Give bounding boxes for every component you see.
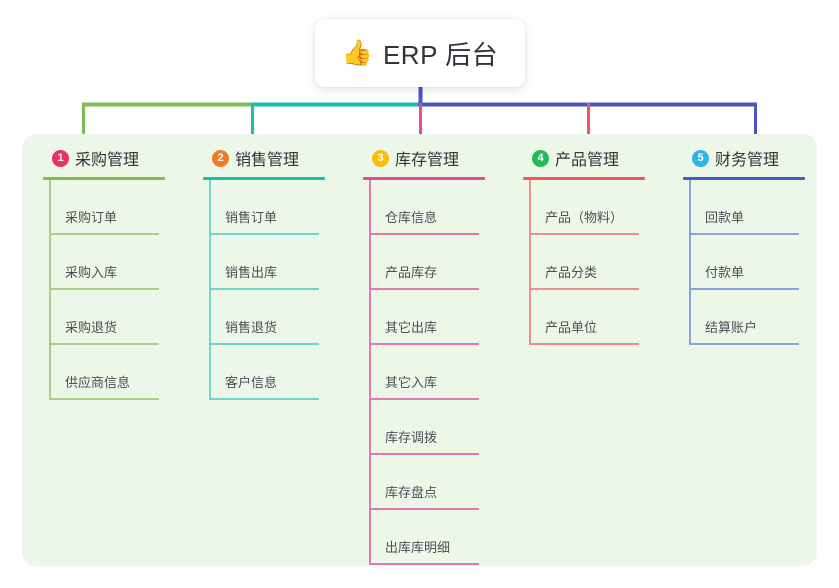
- column-产品管理: 4 产品管理产品（物料） 产品分类产品单位: [520, 146, 670, 345]
- menu-item[interactable]: 销售出库: [209, 235, 319, 290]
- column-items: 采购订单采购入库采购退货供应商信息: [49, 180, 190, 400]
- column-header[interactable]: 5 财务管理: [680, 146, 830, 170]
- menu-item[interactable]: 回款单: [689, 180, 799, 235]
- menu-item-label: 产品单位: [545, 320, 598, 335]
- menu-item-label: 销售退货: [225, 320, 278, 335]
- column-库存管理: 3 库存管理仓库信息产品库存其它出库其它入库库存调拨库存盘点出库库明细: [360, 146, 510, 565]
- menu-item-label: 库存调拨: [385, 430, 438, 445]
- column-header[interactable]: 4 产品管理: [520, 146, 670, 170]
- menu-item-label: 销售订单: [225, 210, 278, 225]
- column-title: 产品管理: [555, 152, 620, 169]
- menu-item[interactable]: 付款单: [689, 235, 799, 290]
- menu-item[interactable]: 产品库存: [369, 235, 479, 290]
- menu-item[interactable]: 产品（物料）: [529, 180, 639, 235]
- column-items: 仓库信息产品库存其它出库其它入库库存调拨库存盘点出库库明细: [369, 180, 510, 565]
- column-采购管理: 1 采购管理采购订单采购入库采购退货供应商信息: [40, 146, 190, 400]
- root-node-content: 👍 ERP 后台: [342, 35, 498, 72]
- menu-item-label: 结算账户: [705, 320, 758, 335]
- menu-item[interactable]: 结算账户: [689, 290, 799, 345]
- column-items: 产品（物料） 产品分类产品单位: [529, 180, 670, 345]
- column-财务管理: 5 财务管理回款单付款单结算账户: [680, 146, 830, 345]
- column-number-badge: 4: [532, 149, 549, 167]
- menu-item[interactable]: 销售订单: [209, 180, 319, 235]
- root-node[interactable]: 👍 ERP 后台: [315, 19, 525, 87]
- menu-item[interactable]: 库存盘点: [369, 455, 479, 510]
- menu-item[interactable]: 客户信息: [209, 345, 319, 400]
- menu-item-label: 仓库信息: [385, 210, 438, 225]
- menu-item-label: 采购订单: [65, 210, 118, 225]
- column-number-badge: 3: [372, 149, 389, 167]
- menu-item-label: 采购入库: [65, 265, 118, 280]
- menu-item[interactable]: 产品分类: [529, 235, 639, 290]
- menu-item-label: 产品库存: [385, 265, 438, 280]
- menu-item[interactable]: 采购退货: [49, 290, 159, 345]
- menu-item[interactable]: 销售退货: [209, 290, 319, 345]
- column-header-rule: [363, 177, 485, 180]
- menu-item[interactable]: 供应商信息: [49, 345, 159, 400]
- menu-item-label: 付款单: [705, 265, 745, 280]
- column-title: 库存管理: [395, 152, 460, 169]
- column-header-rule: [683, 177, 805, 180]
- menu-item-label: 出库库明细: [385, 540, 451, 555]
- column-items: 销售订单销售出库销售退货客户信息: [209, 180, 350, 400]
- column-items: 回款单付款单结算账户: [689, 180, 830, 345]
- menu-item-label: 供应商信息: [65, 375, 131, 390]
- menu-item-label: 产品分类: [545, 265, 598, 280]
- column-number-badge: 2: [212, 149, 229, 167]
- menu-item[interactable]: 采购订单: [49, 180, 159, 235]
- column-header[interactable]: 2 销售管理: [200, 146, 350, 170]
- menu-item[interactable]: 采购入库: [49, 235, 159, 290]
- menu-item[interactable]: 产品单位: [529, 290, 639, 345]
- menu-item[interactable]: 其它出库: [369, 290, 479, 345]
- column-header-rule: [43, 177, 165, 180]
- menu-item-label: 产品（物料）: [545, 210, 624, 225]
- column-header[interactable]: 3 库存管理: [360, 146, 510, 170]
- column-header-rule: [523, 177, 645, 180]
- menu-item-label: 销售出库: [225, 265, 278, 280]
- thumbs-up-icon: 👍: [341, 38, 373, 67]
- menu-item-label: 其它入库: [385, 375, 438, 390]
- column-销售管理: 2 销售管理销售订单销售出库销售退货客户信息: [200, 146, 350, 400]
- column-title: 财务管理: [715, 152, 780, 169]
- menu-item-label: 库存盘点: [385, 485, 438, 500]
- menu-item-label: 采购退货: [65, 320, 118, 335]
- column-title: 销售管理: [235, 152, 300, 169]
- menu-item-label: 客户信息: [225, 375, 278, 390]
- root-title: ERP 后台: [382, 39, 499, 70]
- column-title: 采购管理: [75, 152, 140, 169]
- column-number-badge: 1: [52, 149, 69, 167]
- menu-item-label: 其它出库: [385, 320, 438, 335]
- menu-item[interactable]: 库存调拨: [369, 400, 479, 455]
- menu-item[interactable]: 仓库信息: [369, 180, 479, 235]
- column-number-badge: 5: [692, 149, 709, 167]
- diagram-panel: 1 采购管理采购订单采购入库采购退货供应商信息 2 销售管理销售订单销售出库销售退货客…: [22, 134, 817, 566]
- column-header[interactable]: 1 采购管理: [40, 146, 190, 170]
- menu-item[interactable]: 其它入库: [369, 345, 479, 400]
- column-header-rule: [203, 177, 325, 180]
- menu-item[interactable]: 出库库明细: [369, 510, 479, 565]
- menu-item-label: 回款单: [705, 210, 745, 225]
